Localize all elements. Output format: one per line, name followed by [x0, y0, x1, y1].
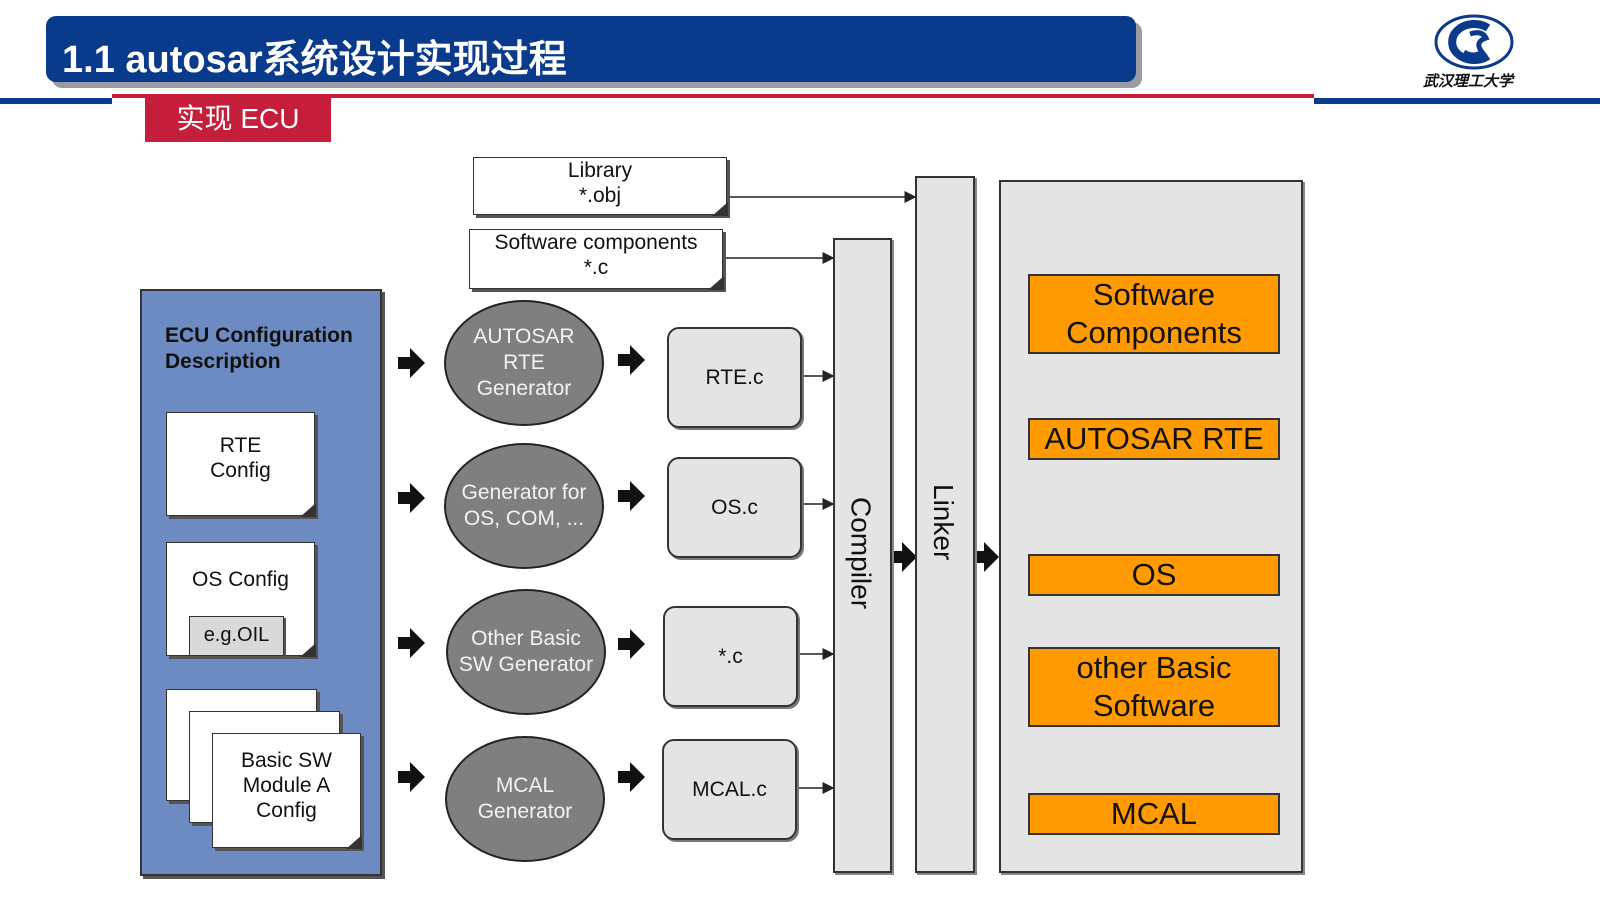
config-to-rte-gen-arrow [398, 348, 425, 378]
rte-gen-to-file-arrow [618, 345, 645, 375]
university-name: 武汉理工大学 [1422, 72, 1513, 90]
config-to-bsw-gen-arrow [398, 628, 425, 658]
compiler-label: Compiler [845, 497, 877, 610]
swc-ext: *.c [583, 256, 609, 279]
linker-bar [915, 176, 975, 873]
bsw-config-doc: Basic SW Module A Config [212, 733, 362, 849]
layer-mcal: MCAL [1028, 793, 1280, 835]
page-title: 1.1 autosar系统设计实现过程 [62, 39, 567, 81]
linker-label: Linker [928, 484, 959, 561]
title-bar [46, 16, 1136, 82]
generic-c-file: *.c [663, 606, 798, 707]
layer-autosar-rte: AUTOSAR RTE [1028, 418, 1280, 460]
header-rule-left [0, 98, 112, 104]
rte-c-file: RTE.c [667, 327, 802, 428]
header-rule-red [112, 94, 1314, 98]
rte-config-doc: RTE Config [166, 412, 316, 517]
config-to-os-gen-arrow [398, 483, 425, 513]
os-c-file: OS.c [667, 457, 802, 558]
compiler-to-linker-arrow [890, 542, 917, 572]
os-gen-to-file-arrow [618, 481, 645, 511]
config-to-mcal-gen-arrow [398, 762, 425, 792]
library-ext: *.obj [578, 184, 622, 207]
compiler-bar [833, 238, 892, 873]
library-label: Library [567, 159, 633, 182]
swc-label: Software components [494, 231, 698, 254]
bsw-gen-to-file-arrow [618, 629, 645, 659]
mcal-c-file: MCAL.c [662, 739, 797, 840]
oil-example-doc: e.g.OIL [189, 616, 284, 656]
university-logo-icon [1434, 14, 1514, 70]
layer-os: OS [1028, 554, 1280, 596]
linker-to-ecu-arrow [972, 542, 999, 572]
section-tag: 实现 ECU [145, 96, 331, 142]
software-components-doc: Software components *.c [469, 229, 724, 290]
mcal-gen-to-file-arrow [618, 762, 645, 792]
library-obj-doc: Library *.obj [473, 157, 728, 216]
header-rule-right [1314, 98, 1600, 104]
ecu-config-title: ECU Configuration Description [165, 324, 353, 373]
